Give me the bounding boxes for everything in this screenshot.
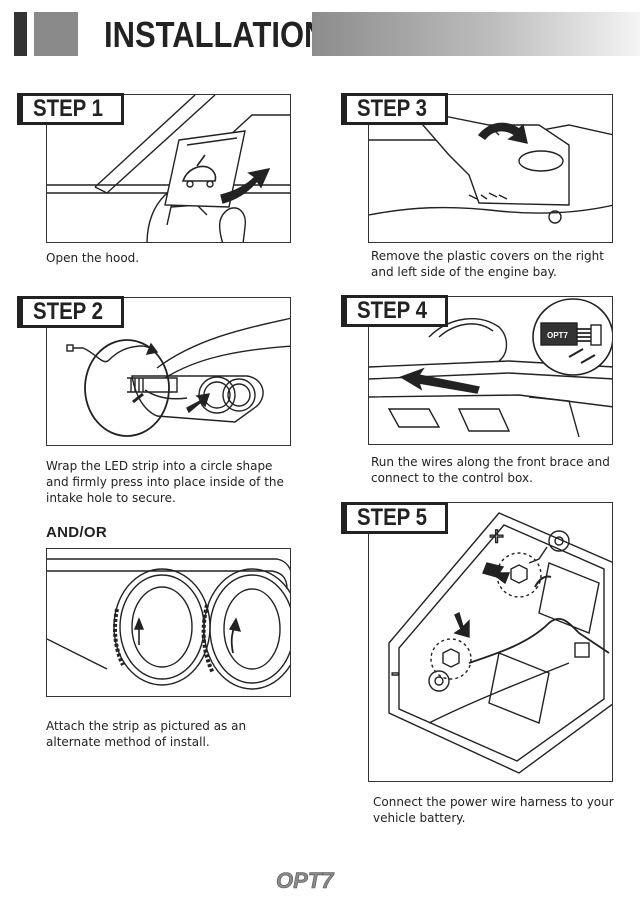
step-1-illustration	[46, 94, 291, 243]
step-5-label: STEP 5	[340, 502, 449, 534]
alternate-illustration	[46, 548, 291, 697]
alternate-heading: AND/OR	[46, 524, 107, 541]
header-gradient-bar	[312, 12, 640, 56]
pointer-arrow-icon	[132, 342, 211, 414]
step-2-label: STEP 2	[16, 296, 125, 328]
step-5-illustration: + -	[368, 502, 613, 782]
brand-logo: OPT7	[276, 868, 336, 892]
battery-minus-symbol: -	[391, 657, 400, 687]
alternate-caption: Attach the strip as pictured as an alter…	[46, 719, 247, 749]
battery-plus-symbol: +	[489, 521, 504, 551]
step-3-label: STEP 3	[340, 93, 449, 125]
header-accent-block	[34, 12, 78, 56]
step-1-label: STEP 1	[16, 93, 125, 125]
step-4-label: STEP 4	[340, 295, 449, 327]
step-2-caption: Wrap the LED strip into a circle shape a…	[46, 459, 284, 505]
control-box-label: OPT7	[547, 331, 568, 340]
header-accent-bar	[14, 12, 27, 56]
curved-arrow-icon	[220, 168, 271, 204]
step-1-caption: Open the hood.	[46, 251, 140, 265]
step-4-caption: Run the wires along the front brace and …	[371, 455, 610, 485]
pointer-arrow-icon	[453, 562, 511, 638]
hood-release-icon	[181, 154, 217, 188]
step-3-caption: Remove the plastic covers on the right a…	[371, 249, 604, 279]
step-5-caption: Connect the power wire harness to your v…	[373, 795, 614, 825]
brand-logo-text: OPT7	[276, 868, 335, 892]
curved-arrow-icon	[477, 122, 528, 144]
page-title: INSTALLATION	[104, 14, 327, 55]
